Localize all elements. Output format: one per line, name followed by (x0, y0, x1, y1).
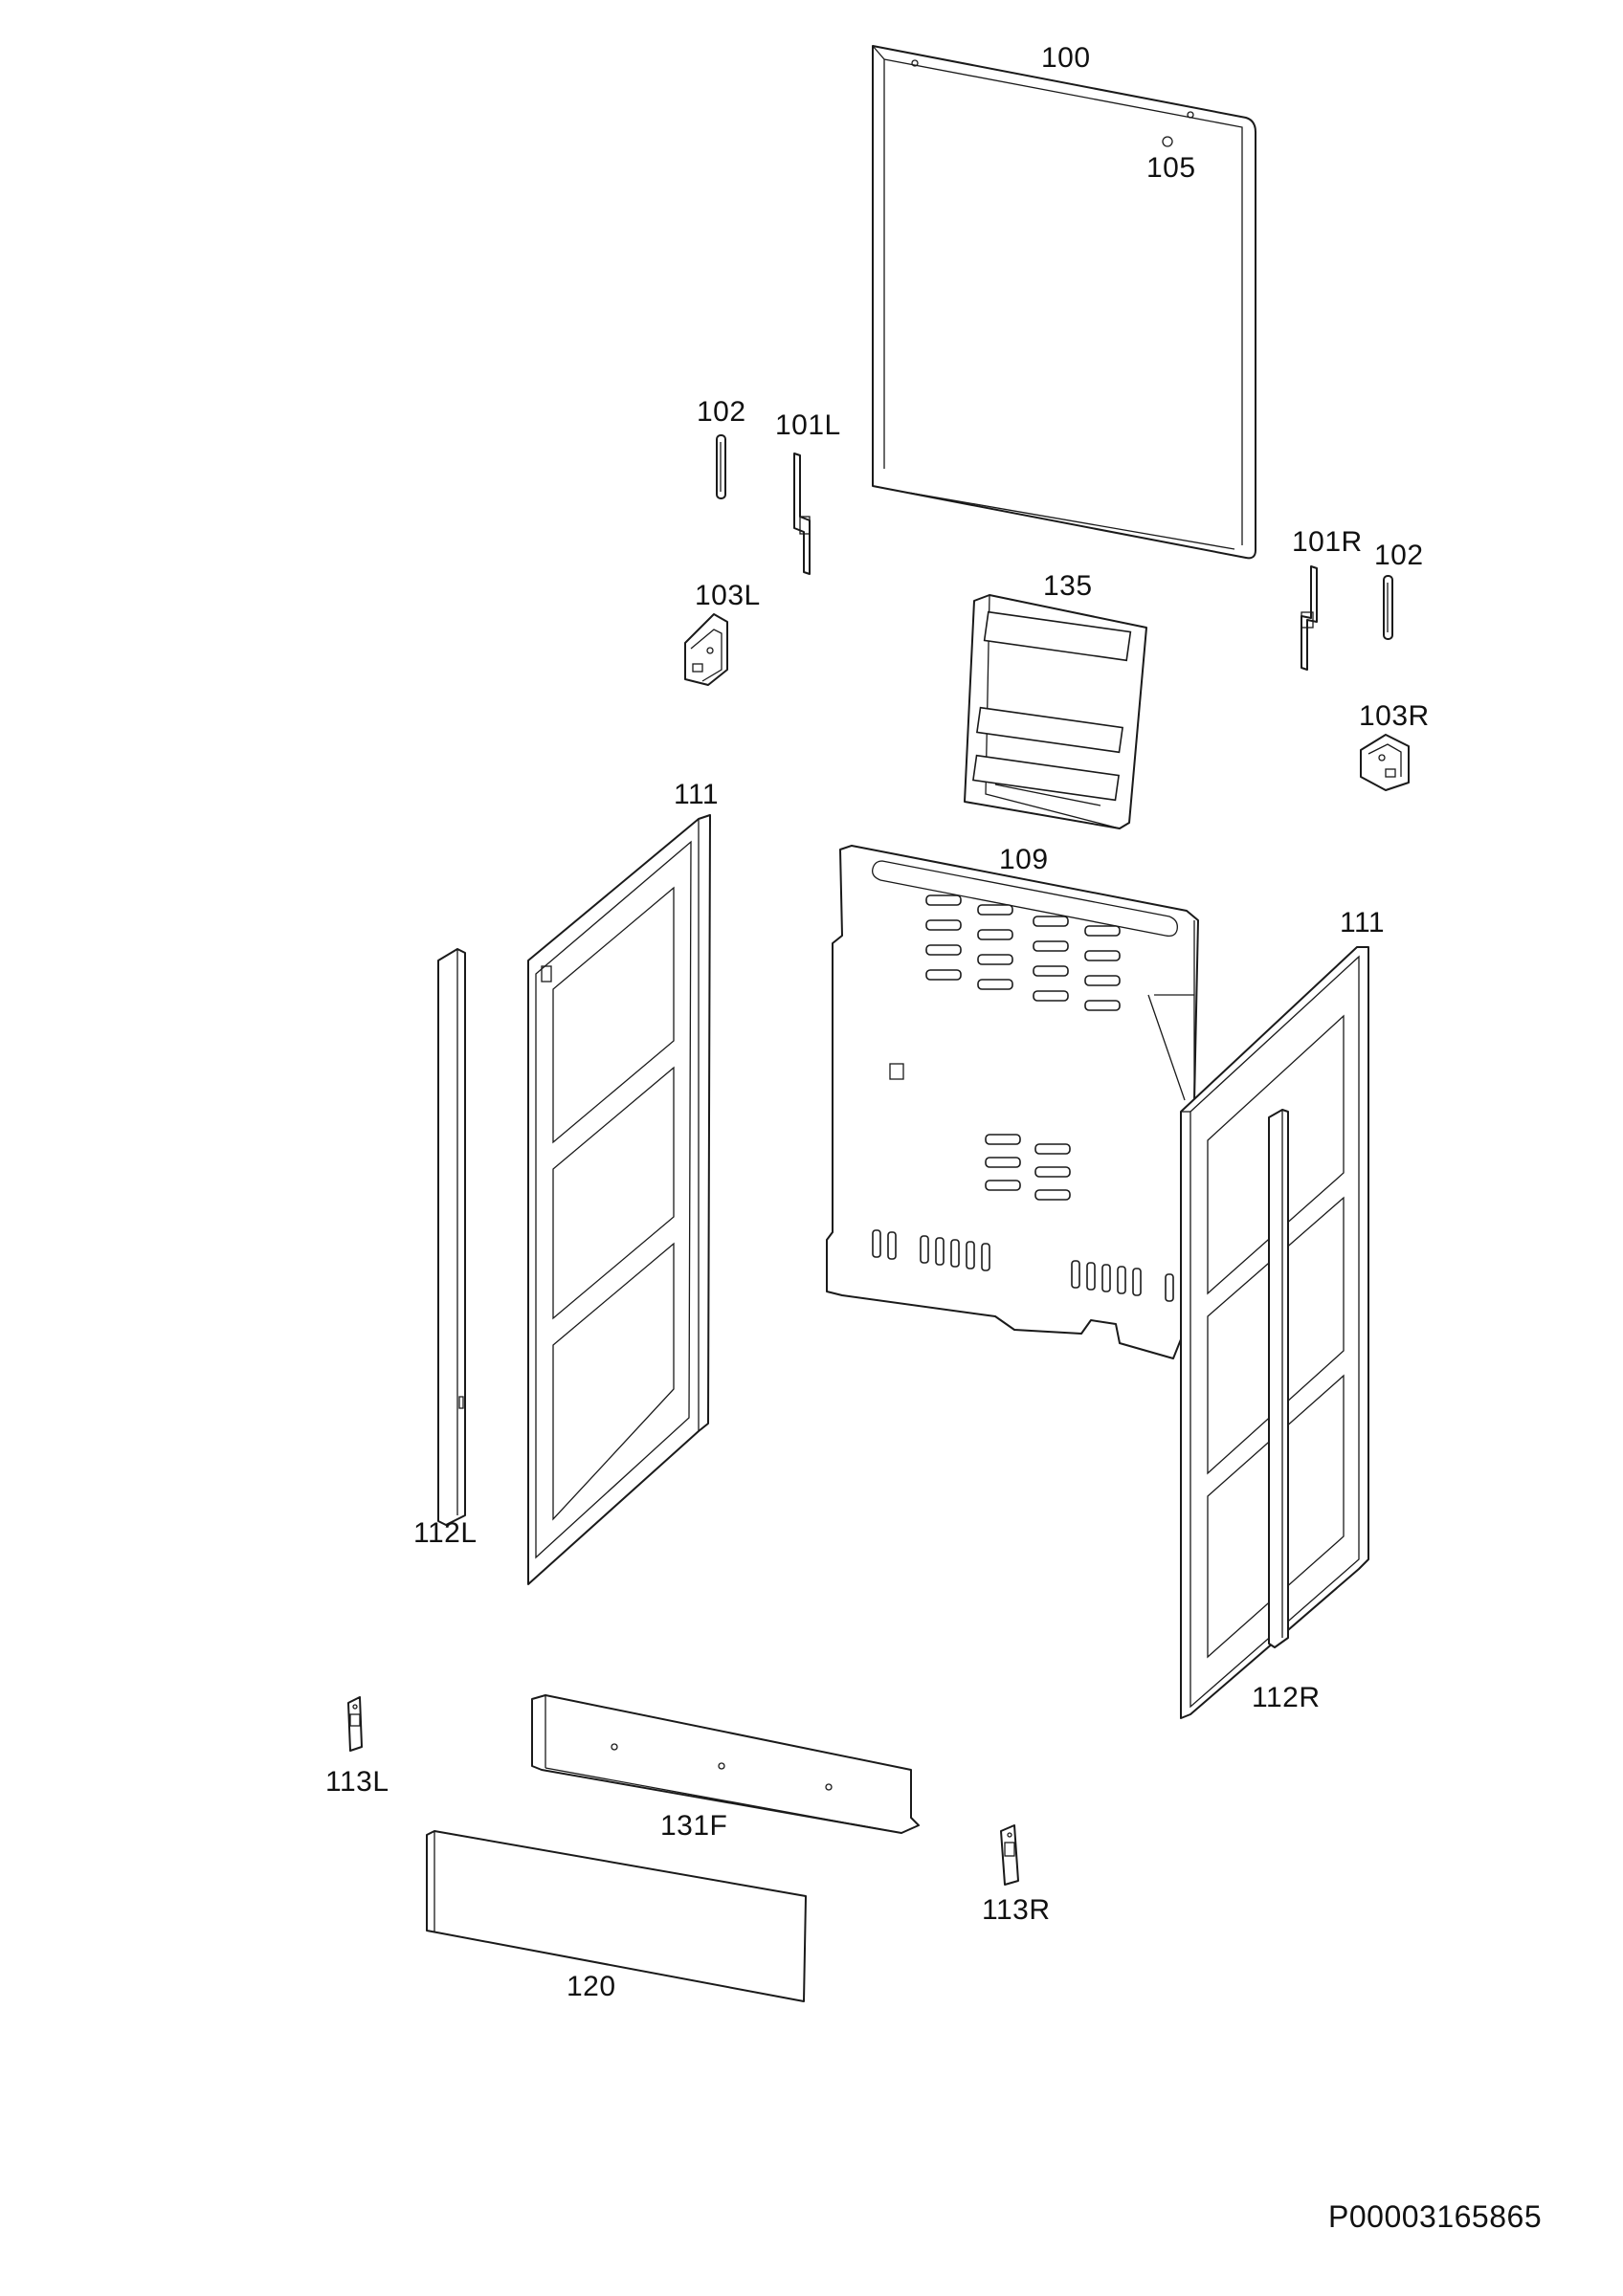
part-120-kick-plate (426, 1830, 807, 2002)
part-113L-clip (347, 1696, 363, 1752)
label-111-left: 111 (674, 779, 719, 810)
part-111-left-side-frame (527, 814, 711, 1585)
label-112R: 112R (1252, 1682, 1321, 1713)
label-101L: 101L (775, 409, 841, 441)
label-101R: 101R (1292, 526, 1363, 558)
label-135: 135 (1043, 570, 1093, 602)
label-111-right: 111 (1340, 907, 1385, 938)
label-102-left: 102 (697, 396, 746, 428)
label-102-right: 102 (1374, 540, 1424, 571)
part-100-back-panel (872, 45, 1256, 560)
label-113R: 113R (982, 1894, 1051, 1926)
part-102-right-rod (1383, 575, 1393, 640)
document-code: P00003165865 (1328, 2199, 1542, 2234)
part-101R-bracket (1301, 565, 1318, 671)
part-labels: 100 105 102 101L 101R 102 103L 135 103R … (325, 42, 1542, 2234)
label-109: 109 (999, 844, 1049, 875)
label-120: 120 (567, 1971, 616, 2002)
part-101L-bracket (793, 453, 811, 575)
label-131F: 131F (660, 1810, 727, 1842)
label-103L: 103L (695, 580, 761, 611)
label-113L: 113L (325, 1766, 389, 1798)
part-112L-rail (437, 948, 466, 1526)
label-105: 105 (1146, 152, 1196, 184)
part-102-left-rod (716, 434, 726, 499)
label-112L: 112L (413, 1517, 478, 1549)
label-100: 100 (1041, 42, 1091, 74)
part-131F-front-rail (531, 1694, 920, 1834)
part-103R-hinge (1360, 734, 1410, 791)
part-103L-hinge (684, 613, 728, 686)
part-109-rear-panel (826, 845, 1199, 1359)
part-113R-clip (1000, 1824, 1019, 1886)
label-103R: 103R (1359, 700, 1430, 732)
part-135-duct (964, 594, 1147, 829)
part-112R-rail (1268, 1109, 1289, 1648)
